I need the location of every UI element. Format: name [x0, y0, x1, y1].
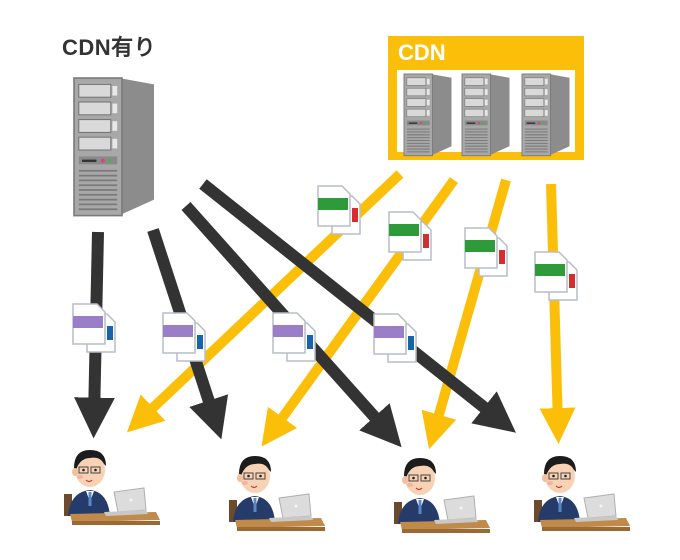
- origin-file-icon-3: [272, 312, 316, 362]
- cdn-server-icon-2: [461, 73, 511, 157]
- cdn-server-icon-3: [521, 73, 571, 157]
- origin-file-icon-4: [373, 313, 417, 363]
- diagram-title: CDN有り: [62, 35, 157, 60]
- origin-server-icon: [73, 77, 155, 217]
- cdn-file-icon-4: [534, 251, 578, 301]
- cdn-file-icon-3: [464, 227, 508, 277]
- cdn-server-icon-1: [403, 73, 453, 157]
- origin-file-icon-2: [162, 312, 206, 362]
- cdn-label: CDN: [398, 40, 446, 65]
- cdn-arrow-user-3: [421, 178, 511, 450]
- user-icon-3: [393, 457, 491, 534]
- user-icon-2: [228, 455, 326, 532]
- cdn-file-icon-1: [317, 185, 361, 235]
- user-icon-1: [63, 449, 161, 526]
- origin-arrow-user-4: [199, 179, 516, 433]
- origin-file-icon-1: [72, 303, 116, 353]
- cdn-arrow-user-4: [539, 183, 576, 444]
- user-icon-4: [533, 455, 631, 532]
